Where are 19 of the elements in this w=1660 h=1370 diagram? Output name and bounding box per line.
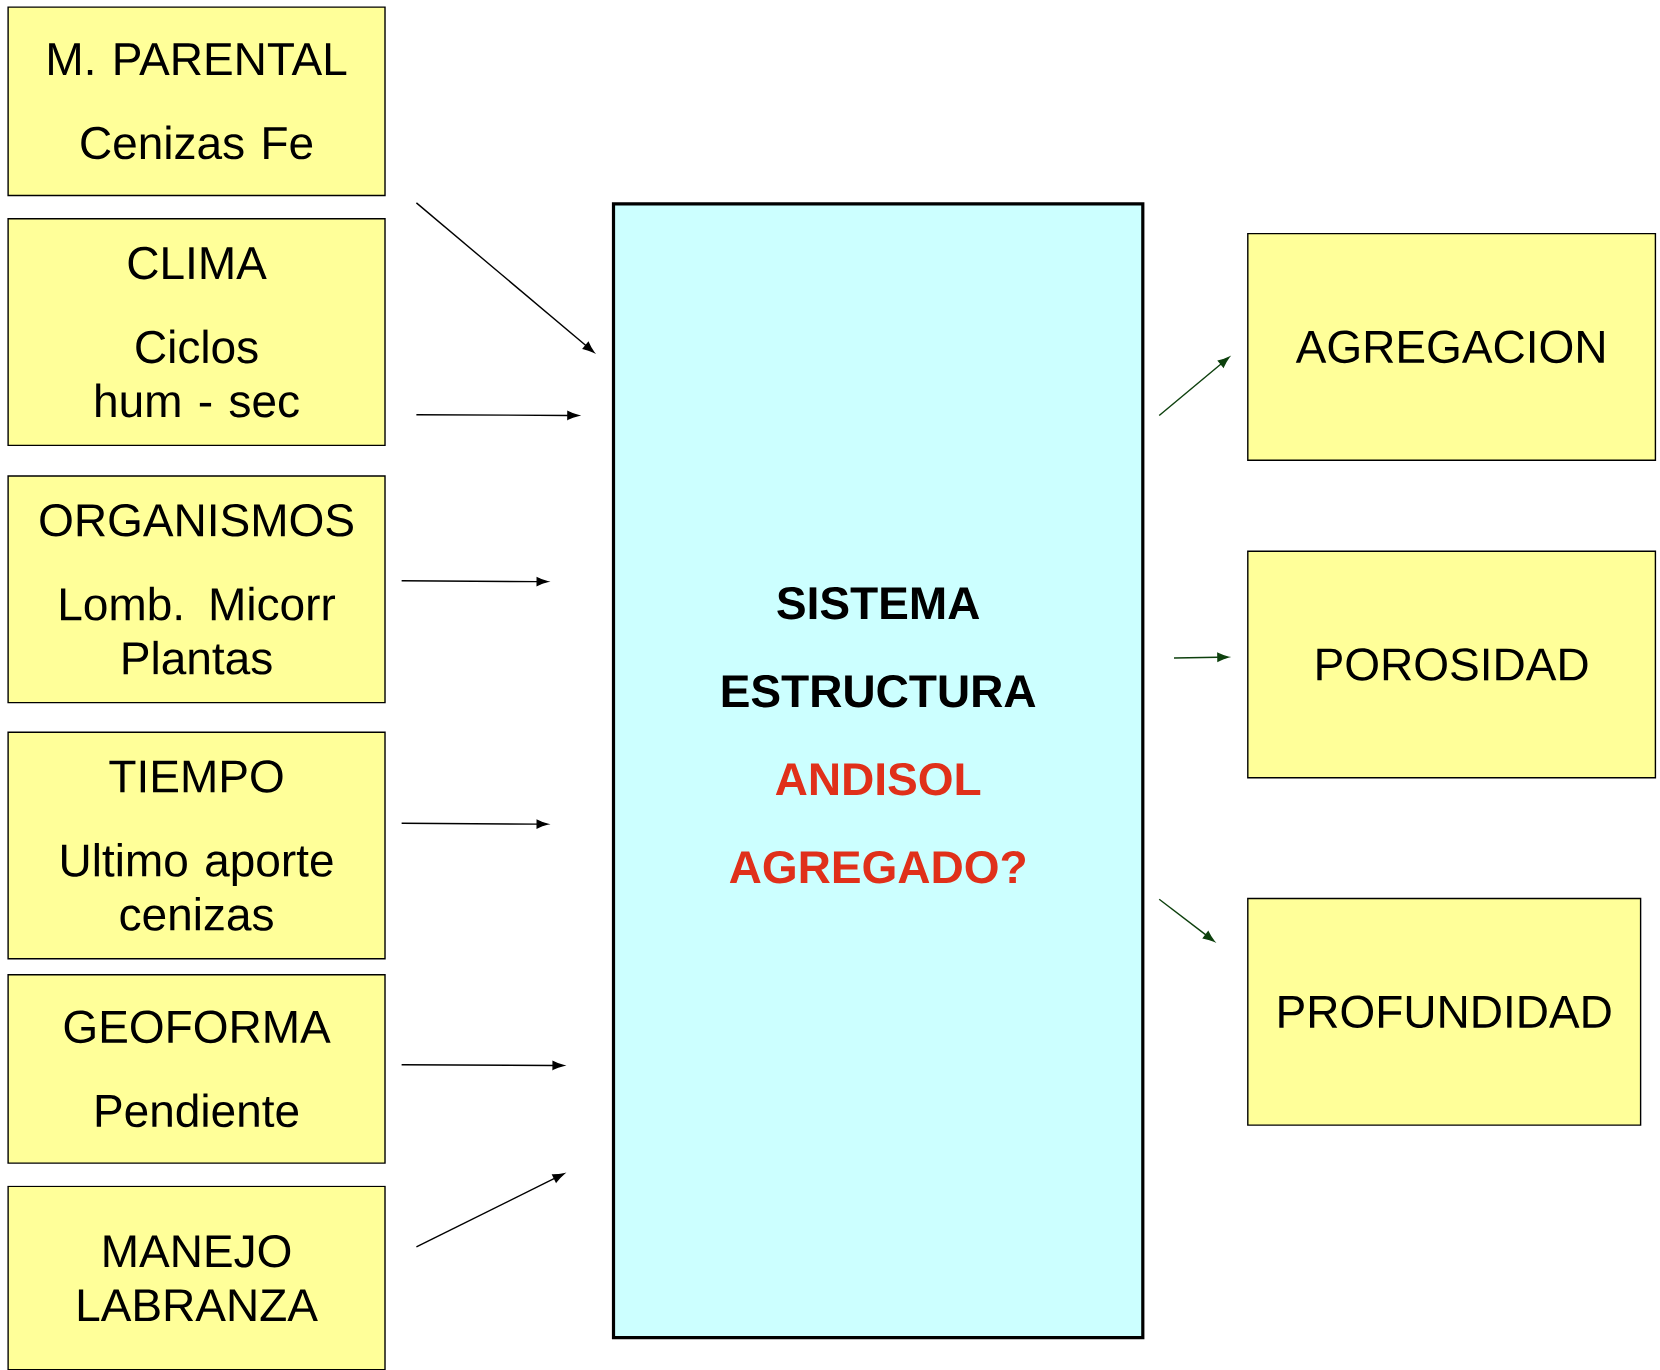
arrow [1158,898,1215,942]
result-box: PROFUNDIDAD [1247,897,1642,1126]
result-box: AGREGACION [1247,232,1657,461]
arrow [400,577,549,587]
result-box: POROSIDAD [1247,550,1657,779]
arrow [1173,652,1229,662]
factor-box: CLIMA Ciclos hum - sec [7,218,386,447]
arrow [400,1060,565,1070]
factor-box: GEOFORMA Pendiente [7,974,386,1164]
arrow [1158,356,1230,417]
factor-box: ORGANISMOS Lomb. Micorr Plantas [7,475,386,704]
factor-box: TIEMPO Ultimo aporte cenizas [7,731,386,960]
system-box: SISTEMA ESTRUCTURA ANDISOL AGREGADO? [611,202,1145,1340]
arrow [415,410,579,420]
arrow [415,202,595,353]
arrow [400,819,549,829]
factor-box: MANEJO LABRANZA [7,1185,386,1370]
factor-box: M. PARENTAL Cenizas Fe [7,6,386,197]
arrow [415,1173,565,1248]
